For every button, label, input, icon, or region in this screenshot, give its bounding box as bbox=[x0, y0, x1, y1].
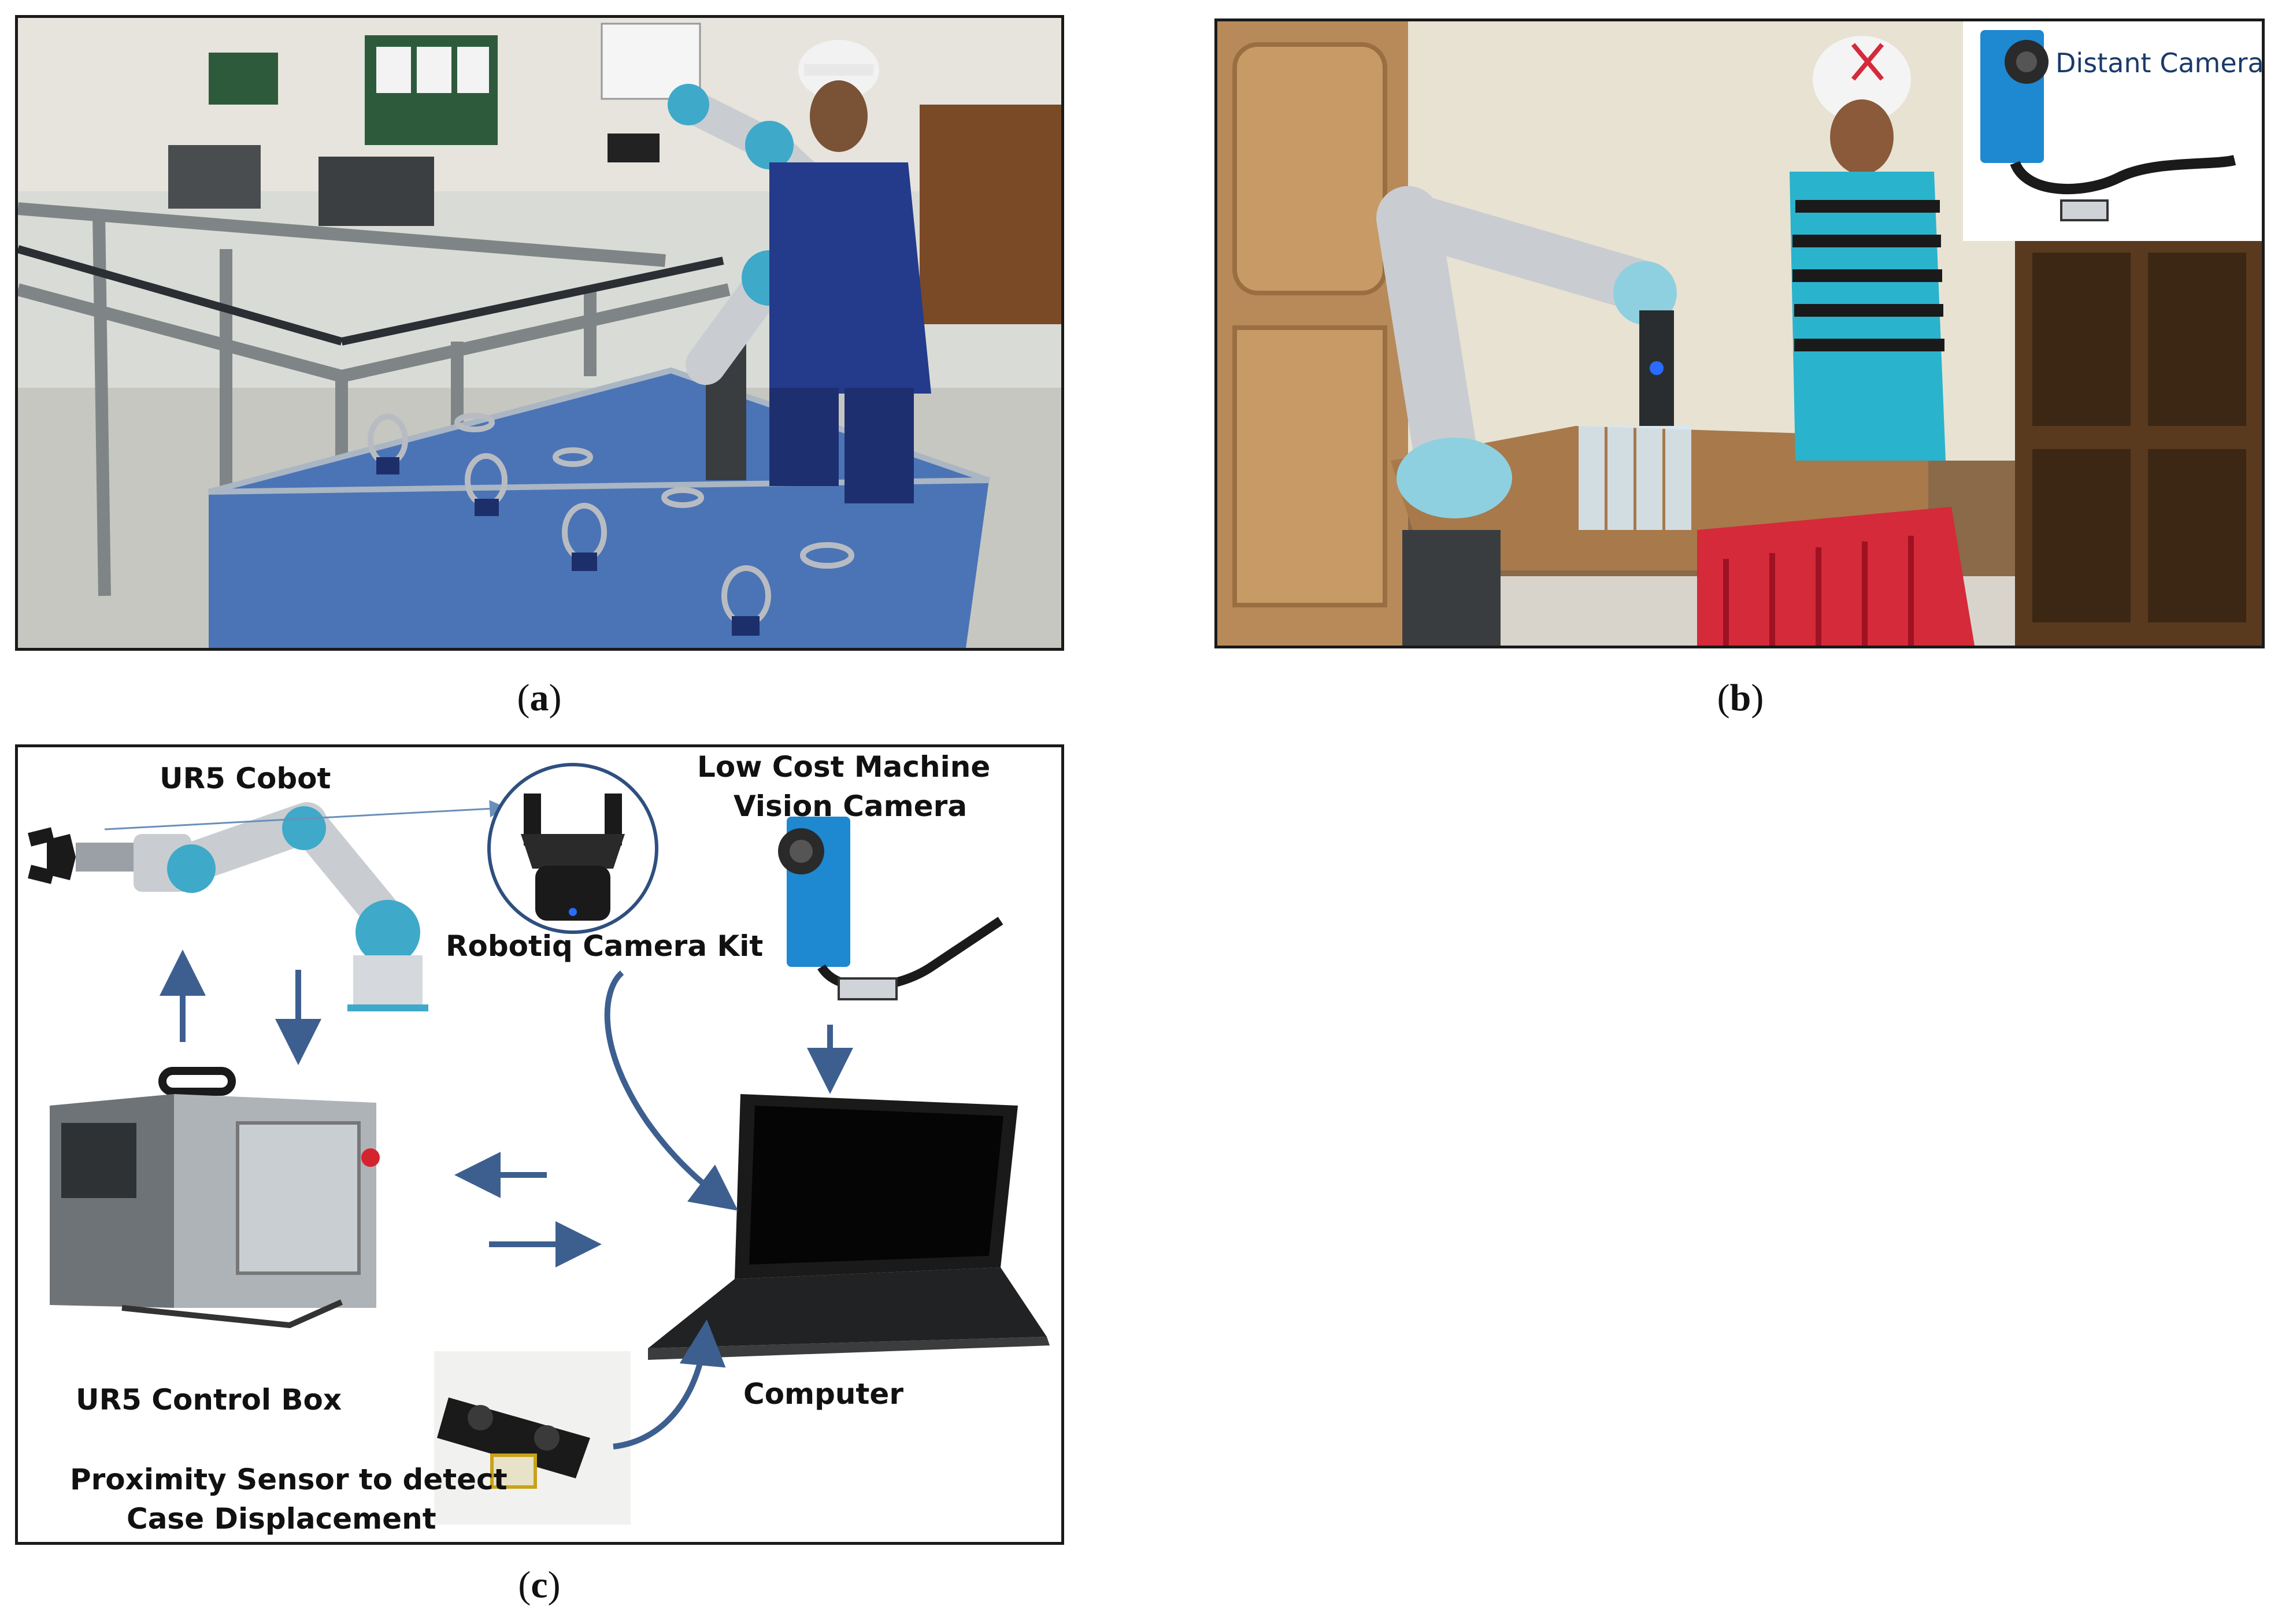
arrow-kit-to-computer bbox=[604, 970, 738, 1211]
vision-camera-image bbox=[778, 817, 1003, 1000]
lab-photo: Distant Camera bbox=[1217, 21, 2262, 646]
photo-panel-a bbox=[15, 15, 1064, 651]
control-box-label: UR5 Control Box bbox=[76, 1383, 342, 1417]
caption-c: (c) bbox=[518, 1564, 561, 1606]
camera-title-line2: Vision Camera bbox=[734, 789, 968, 823]
water-bottles bbox=[1579, 426, 1691, 530]
ur5-cobot-image bbox=[28, 802, 428, 1011]
laptop-image bbox=[648, 1094, 1050, 1360]
camera-title-line1: Low Cost Machine bbox=[697, 750, 991, 784]
red-crate bbox=[1697, 507, 1975, 646]
robotiq-camera-kit-image bbox=[487, 763, 658, 934]
robotiq-kit-label: Robotiq Camera Kit bbox=[446, 929, 764, 963]
caption-b: (b) bbox=[1717, 677, 1764, 719]
distant-camera-inset bbox=[1963, 21, 2262, 241]
caption-a: (a) bbox=[517, 677, 562, 719]
system-diagram-panel: UR5 Cobot Low Cost Machine Vision Camera… bbox=[15, 744, 1064, 1545]
metal-parts bbox=[368, 413, 854, 636]
computer-label: Computer bbox=[743, 1377, 904, 1411]
arrow-sensor-to-computer bbox=[613, 1319, 726, 1449]
proximity-sensor-image bbox=[434, 1351, 631, 1525]
wooden-door bbox=[920, 105, 1061, 324]
worker-figure bbox=[769, 40, 931, 503]
proximity-label-line1: Proximity Sensor to detect bbox=[70, 1463, 508, 1496]
diagram-canvas bbox=[28, 763, 1050, 1525]
control-box-image bbox=[50, 1067, 380, 1329]
photo-panel-b: Distant Camera bbox=[1214, 18, 2265, 648]
proximity-label-line2: Case Displacement bbox=[127, 1502, 436, 1536]
person-figure bbox=[1790, 36, 1946, 461]
workshop-photo bbox=[18, 18, 1061, 648]
connection-arrows bbox=[160, 950, 853, 1449]
distant-camera-label: Distant Camera bbox=[2055, 47, 2262, 79]
ur5-cobot-label: UR5 Cobot bbox=[160, 762, 331, 795]
ur-robot-arm bbox=[1376, 186, 1677, 646]
